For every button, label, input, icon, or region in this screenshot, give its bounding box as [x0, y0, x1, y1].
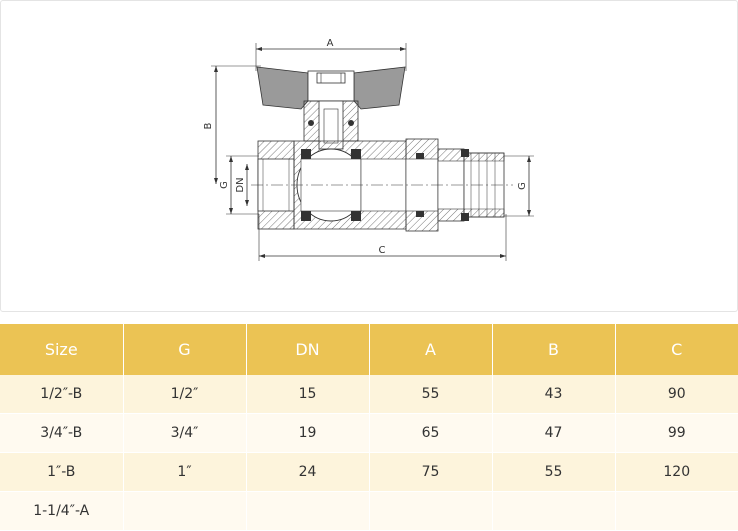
valve-drawing: A B G DN	[203, 38, 534, 261]
dimension-g-left-label: G	[219, 181, 230, 189]
table-row: 1/2″-B 1/2″ 15 55 43 90	[0, 375, 738, 414]
cell-c: 90	[615, 375, 738, 414]
dimension-c-label: C	[379, 245, 386, 256]
technical-drawing-panel: A B G DN	[0, 0, 738, 312]
header-g: G	[123, 324, 247, 375]
cell-c: 120	[615, 452, 738, 492]
specification-table: Size G DN A B C 1/2″-B 1/2″ 15 55 43 90 …	[0, 324, 738, 531]
cell-b: 55	[492, 452, 616, 492]
table-header-row: Size G DN A B C	[0, 324, 738, 375]
cell-g: 3/4″	[123, 413, 247, 453]
cell-a: 75	[369, 452, 493, 492]
dimension-b-label: B	[203, 122, 214, 129]
cell-dn	[246, 491, 370, 531]
table-row: 3/4″-B 3/4″ 19 65 47 99	[0, 413, 738, 453]
cell-a	[369, 491, 493, 531]
dimension-dn: DN	[235, 164, 249, 206]
dimension-dn-label: DN	[235, 177, 246, 192]
cell-c	[615, 491, 738, 531]
cell-size: 1″-B	[0, 452, 124, 492]
header-b: B	[492, 324, 616, 375]
cell-b	[492, 491, 616, 531]
cell-b: 43	[492, 375, 616, 414]
cell-dn: 24	[246, 452, 370, 492]
cell-dn: 15	[246, 375, 370, 414]
cell-size: 3/4″-B	[0, 413, 124, 453]
header-a: A	[369, 324, 493, 375]
valve-union	[405, 138, 505, 232]
dimension-a-label: A	[327, 38, 334, 49]
dimension-g-left: G	[219, 155, 259, 215]
cell-a: 55	[369, 375, 493, 414]
header-dn: DN	[246, 324, 370, 375]
cell-a: 65	[369, 413, 493, 453]
header-c: C	[615, 324, 738, 375]
table-row: 1″-B 1″ 24 75 55 120	[0, 452, 738, 492]
cell-dn: 19	[246, 413, 370, 453]
cell-size: 1-1/4″-A	[0, 491, 124, 531]
cell-b: 47	[492, 413, 616, 453]
cell-g: 1/2″	[123, 375, 247, 414]
dimension-g-right-label: G	[517, 182, 528, 190]
header-size: Size	[0, 324, 124, 375]
dimension-b: B	[203, 65, 261, 184]
table-row: 1-1/4″-A	[0, 491, 738, 531]
cell-size: 1/2″-B	[0, 375, 124, 414]
dimension-a: A	[255, 38, 407, 71]
cell-c: 99	[615, 413, 738, 453]
valve-body	[293, 140, 407, 230]
dimension-g-right: G	[501, 155, 534, 217]
cell-g	[123, 491, 247, 531]
cell-g: 1″	[123, 452, 247, 492]
